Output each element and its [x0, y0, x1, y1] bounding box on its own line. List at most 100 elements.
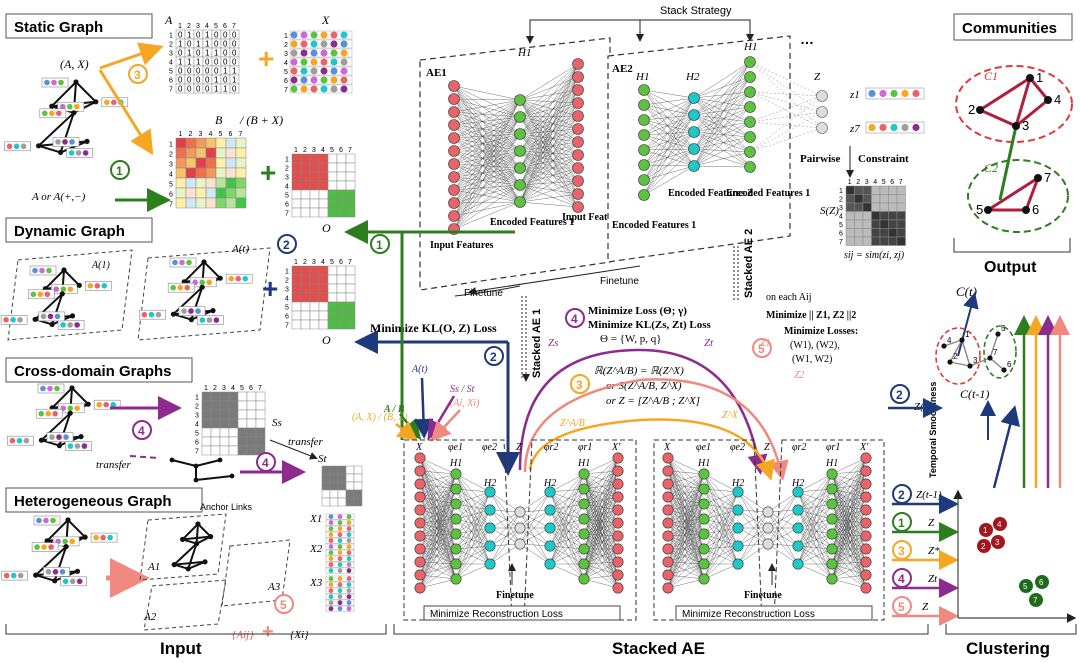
nn-edge: [419, 533, 457, 537]
matrix-cell: [309, 274, 320, 285]
nn-edge: [453, 201, 521, 217]
nn-edge: [453, 150, 521, 204]
nn-edge: [455, 527, 491, 580]
nn-edge: [703, 545, 739, 550]
nn-edge: [767, 511, 799, 529]
nn-edge: [703, 491, 739, 505]
nn-edge: [453, 98, 521, 203]
matrix-cell: [235, 177, 247, 189]
feature-dot: [337, 538, 343, 544]
matrix-cell: [854, 219, 864, 229]
nn-edge: [549, 518, 585, 529]
matrix-cell: [321, 481, 331, 491]
nn-edge: [831, 496, 867, 535]
feature-dot: [310, 76, 318, 84]
matrix-cell: [854, 228, 864, 238]
nn-edge: [419, 518, 457, 576]
matrix-col-index: 2: [187, 23, 191, 30]
feature-dot: [340, 31, 348, 39]
nn-edge: [419, 533, 457, 550]
ae-h2-label: H2: [483, 478, 496, 489]
z-vector-dot: [912, 123, 920, 132]
nn-edge: [583, 548, 619, 580]
matrix-cell: [291, 301, 302, 312]
nn-neuron: [698, 558, 710, 570]
nn-edge: [419, 522, 457, 580]
matrix-cell: [175, 147, 187, 159]
svg-text:+: +: [262, 621, 274, 643]
feature-dot: [340, 58, 348, 66]
matrix-cell: [210, 409, 221, 420]
matrix-cell: [225, 187, 237, 199]
matrix-cell: [235, 157, 247, 169]
feature-dot: [155, 311, 162, 318]
nn-edge: [489, 543, 521, 565]
w-set-1: (W1), (W2),: [790, 340, 840, 351]
nn-neuron: [638, 114, 650, 126]
matrix-row-index: 1: [169, 33, 173, 40]
nn-edge: [453, 176, 521, 203]
nn-edge: [455, 491, 491, 550]
nn-edge: [667, 473, 705, 576]
matrix-cell: [345, 265, 356, 276]
ss-label: Ss: [272, 417, 282, 429]
feature-dot: [188, 308, 194, 314]
nn-edge: [453, 111, 521, 135]
nn-neuron: [572, 58, 584, 70]
nn-edge: [831, 503, 867, 589]
nn-edge: [583, 503, 619, 537]
nn-neuron: [662, 569, 674, 581]
nn-edge: [549, 527, 585, 550]
nn-edge: [419, 548, 457, 580]
nn-neuron: [860, 517, 872, 529]
matrix-cell: [336, 171, 347, 182]
stack-strategy-label: Stack Strategy: [660, 5, 732, 17]
nn-edge: [797, 563, 833, 580]
nn-edge: [643, 104, 695, 150]
nn-edge: [667, 496, 705, 520]
nn-edge: [831, 457, 867, 490]
nn-edge: [519, 99, 579, 117]
matrix-cell: [845, 236, 855, 246]
matrix-cell: [225, 177, 237, 189]
nn-edge: [419, 518, 457, 550]
matrix-cell: [219, 391, 230, 402]
graph-edge: [38, 144, 61, 154]
nn-neuron: [414, 452, 426, 464]
feature-dot: [81, 443, 88, 449]
nn-edge: [831, 522, 867, 580]
nn-edge: [583, 470, 619, 565]
nn-edge: [519, 509, 551, 545]
feature-dot: [94, 283, 101, 289]
nn-edge: [519, 509, 551, 529]
matrix-row-index: 6: [195, 440, 199, 447]
feature-dot: [54, 313, 61, 320]
dynamic-graph-t: [139, 257, 253, 325]
matrix-cell: [300, 153, 311, 164]
nn-edge: [583, 483, 619, 550]
cluster-point: [991, 535, 1005, 549]
feature-dot: [300, 31, 308, 39]
nn-edge: [419, 563, 457, 589]
c1-label: C1: [984, 69, 998, 83]
nn-edge: [583, 457, 619, 550]
nn-edge: [549, 503, 585, 529]
nn-edge: [693, 61, 751, 133]
matrix-value: 0: [223, 31, 228, 40]
feature-dot: [32, 267, 38, 274]
nn-neuron: [450, 498, 462, 510]
nn-edge: [453, 201, 521, 230]
nn-edge: [419, 561, 457, 580]
matrix-cell: [291, 283, 302, 294]
nn-edge: [419, 457, 457, 490]
nn-edge: [519, 150, 579, 208]
matrix-value: 0: [187, 67, 192, 76]
ae-layer-label: φe2: [730, 442, 745, 453]
feature-dot: [320, 58, 328, 66]
graph-edge: [35, 574, 55, 582]
nn-edge: [455, 545, 491, 550]
community-node-label: 2: [968, 102, 975, 117]
nn-edge: [831, 470, 867, 475]
zt-label: Zt: [704, 337, 714, 349]
feature-dot: [62, 538, 68, 545]
